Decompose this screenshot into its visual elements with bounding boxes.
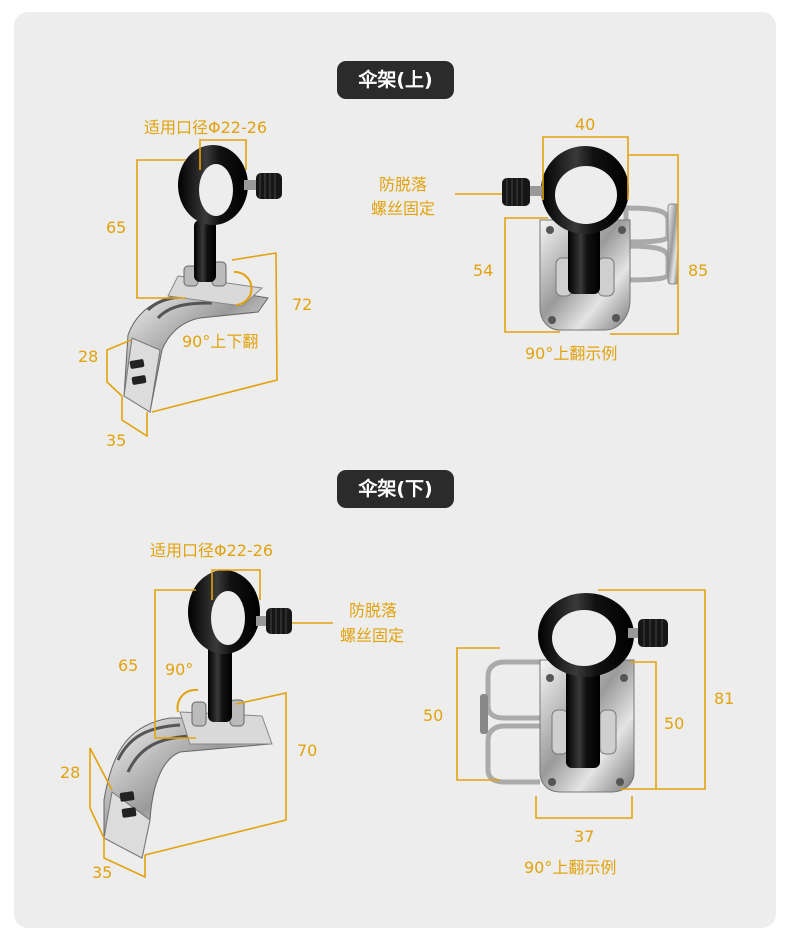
label-28-top: 28 bbox=[78, 347, 98, 366]
label-rotate-top: 90°上下翻 bbox=[182, 332, 258, 351]
label-81-bottom: 81 bbox=[714, 689, 734, 708]
label-diameter-bottom: 适用口径Φ22-26 bbox=[150, 541, 273, 560]
label-50-bottom-right: 50 bbox=[664, 714, 684, 733]
label-28-bottom: 28 bbox=[60, 763, 80, 782]
product-bottom-right bbox=[480, 593, 668, 793]
product-bottom-left bbox=[103, 570, 292, 859]
product-top-left bbox=[123, 145, 282, 413]
label-35-bottom: 35 bbox=[92, 863, 112, 882]
label-90-bottom: 90° bbox=[165, 660, 193, 679]
dims-bottom-left bbox=[89, 569, 333, 879]
dims-top-right bbox=[455, 136, 679, 335]
dims-bottom-right bbox=[456, 589, 706, 819]
label-50-bottom-left: 50 bbox=[423, 706, 443, 725]
product-top-right bbox=[502, 146, 679, 331]
label-65-top: 65 bbox=[106, 218, 126, 237]
label-diameter-top: 适用口径Φ22-26 bbox=[144, 118, 267, 137]
label-antidrop-top-1: 防脱落 bbox=[379, 175, 427, 194]
label-85-top: 85 bbox=[688, 261, 708, 280]
label-72-top: 72 bbox=[292, 295, 312, 314]
label-54-top: 54 bbox=[473, 261, 493, 280]
label-37-bottom: 37 bbox=[574, 827, 594, 846]
caption-top-right: 90°上翻示例 bbox=[525, 344, 617, 363]
section-title-bottom: 伞架(下) bbox=[337, 470, 454, 508]
label-35-top: 35 bbox=[106, 431, 126, 450]
caption-bottom-right: 90°上翻示例 bbox=[524, 858, 616, 877]
label-antidrop-bottom-1: 防脱落 bbox=[349, 601, 397, 620]
label-antidrop-bottom-2: 螺丝固定 bbox=[340, 626, 404, 645]
label-antidrop-top-2: 螺丝固定 bbox=[371, 199, 435, 218]
label-70-bottom: 70 bbox=[297, 741, 317, 760]
label-40-top: 40 bbox=[575, 115, 595, 134]
dims-top-left bbox=[106, 139, 278, 438]
label-65-bottom: 65 bbox=[118, 656, 138, 675]
section-title-top: 伞架(上) bbox=[337, 61, 454, 99]
